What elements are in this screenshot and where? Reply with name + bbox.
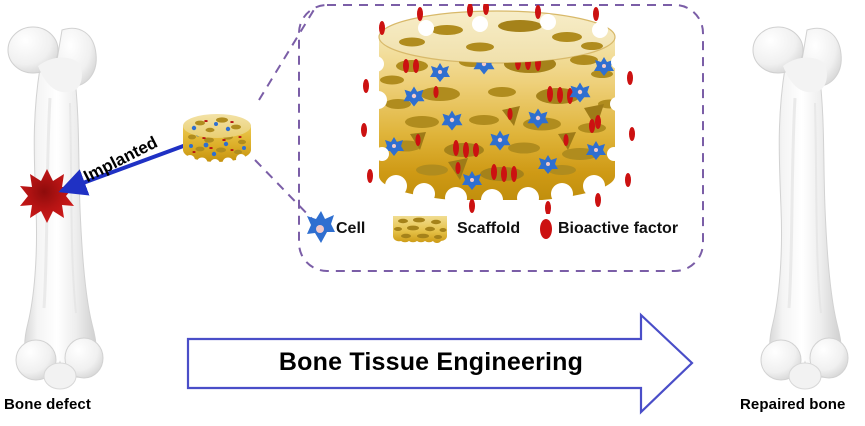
legend-label-scaffold: Scaffold	[457, 220, 521, 237]
repaired-bone-caption: Repaired bone	[740, 396, 846, 413]
legend-label-bioactive-factor: Bioactive factor	[558, 220, 679, 237]
magnifier-leader-lines	[254, 7, 316, 223]
implant-scaffold-icon	[183, 114, 251, 169]
magnifier-callout-box	[298, 4, 704, 272]
bioactive-factor-icon	[540, 219, 552, 239]
process-arrow-label: Bone Tissue Engineering	[278, 348, 584, 376]
bone-body	[7, 26, 104, 390]
process-arrow	[186, 312, 694, 415]
cell-icon	[307, 211, 335, 243]
bone-defect-caption: Bone defect	[4, 396, 91, 413]
implanted-arrow-icon	[58, 143, 187, 196]
repaired-bone-illustration	[752, 26, 849, 390]
scaffold-icon	[392, 216, 447, 243]
magnified-scaffold-cylinder	[361, 4, 635, 214]
bone-body	[752, 26, 849, 390]
legend-label-cell: Cell	[336, 220, 366, 237]
free-bioactive-factors	[361, 4, 635, 214]
